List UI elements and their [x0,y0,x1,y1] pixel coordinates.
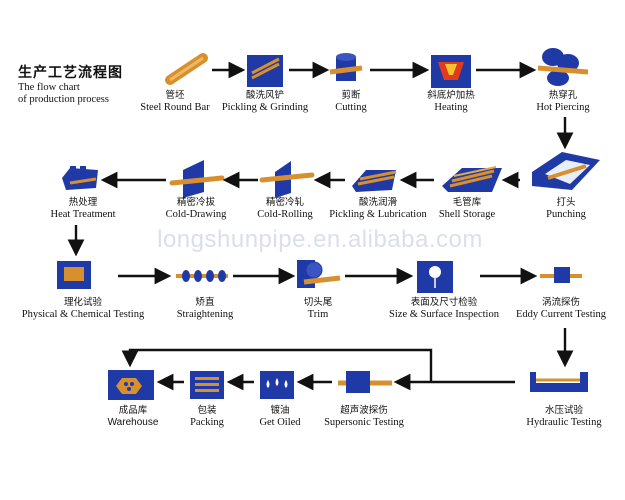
step-label-cn: 包装 [197,405,217,416]
bypass-arrow [121,348,433,382]
step-label-en: Warehouse [107,417,159,428]
cold-drawing-icon [169,160,225,198]
step-label-en: Hydraulic Testing [526,417,602,428]
step-label-en: Get Oiled [259,417,301,428]
step-label-en: Heat Treatment [50,209,116,220]
step-label-cn: 镀油 [270,405,290,416]
step-label-en: Shell Storage [438,209,496,220]
step-label-en: Punching [546,209,586,220]
chart-title: 生产工艺流程图 The flow chart of production pro… [18,62,123,106]
step-label-cn: 酸洗润滑 [358,197,397,208]
step-label-en: Hot Piercing [536,102,590,113]
step-label-cn: 斜底炉加热 [427,90,475,101]
step-label-cn: 矫直 [195,297,215,308]
step-label-en: Size & Surface Inspection [389,309,499,320]
saw-icon [297,260,341,288]
straightening-icon [176,270,228,282]
step-label-cn: 打头 [556,197,576,208]
hydraulic-icon [530,372,588,392]
step-label-cn: 水压试验 [544,405,583,416]
step-label-en: Steel Round Bar [140,102,210,113]
step-label-en: Pickling & Grinding [221,102,309,113]
step-label-en: Eddy Current Testing [515,309,607,320]
heat-treatment-icon [62,166,98,190]
title-english-line1: The flow chart [18,82,80,93]
pickling-tank-icon [352,170,397,192]
step-label-cn: 理化试验 [63,297,102,308]
step-label-cn: 涡流探伤 [541,297,580,308]
title-chinese: 生产工艺流程图 [18,65,123,81]
title-english-line2: of production process [18,94,109,105]
step-label-en: Straightening [176,309,234,320]
step-label-en: Physical & Chemical Testing [21,309,145,320]
ultrasonic-icon [338,371,392,393]
step-label-cn: 剪断 [341,90,361,101]
punching-icon [532,152,600,190]
step-label-en: Cold-Rolling [257,209,313,220]
step-label-cn: 精密冷拔 [176,197,215,208]
furnace-icon [431,55,471,88]
step-label-cn: 热处理 [68,197,98,208]
step-label-cn: 表面及尺寸检验 [410,297,478,308]
tube-stack-icon [442,166,502,192]
grinding-icon [247,55,283,87]
step-label-en: Pickling & Lubrication [329,209,427,220]
bundle-icon [190,371,224,399]
step-label-cn: 成品库 [118,405,148,416]
warehouse-icon [108,370,154,400]
step-label-en: Supersonic Testing [324,417,404,428]
step-label-cn: 超声波探伤 [340,405,388,416]
lab-test-icon [57,261,91,289]
step-label-en: Trim [307,309,329,320]
step-label-en: Packing [190,417,224,428]
round-bar-icon [165,53,208,85]
step-label-en: Cold-Drawing [165,209,227,220]
step-label-cn: 毛管库 [452,197,482,208]
step-label-en: Heating [434,102,468,113]
oil-drops-icon [260,371,294,399]
step-label-cn: 热穿孔 [548,90,578,101]
step-label-cn: 精密冷轧 [265,197,304,208]
eddy-current-icon [540,267,582,283]
step-label-cn: 酸洗风铲 [245,90,284,101]
piercing-rolls-icon [537,48,589,86]
step-label-en: Cutting [335,102,367,113]
cold-rolling-icon [259,161,315,198]
watermark-text: longshunpipe.en.alibaba.com [157,226,483,253]
cutting-icon [329,53,363,81]
inspection-icon [417,261,453,293]
step-label-cn: 管坯 [165,90,185,101]
step-label-cn: 切头尾 [303,297,333,308]
